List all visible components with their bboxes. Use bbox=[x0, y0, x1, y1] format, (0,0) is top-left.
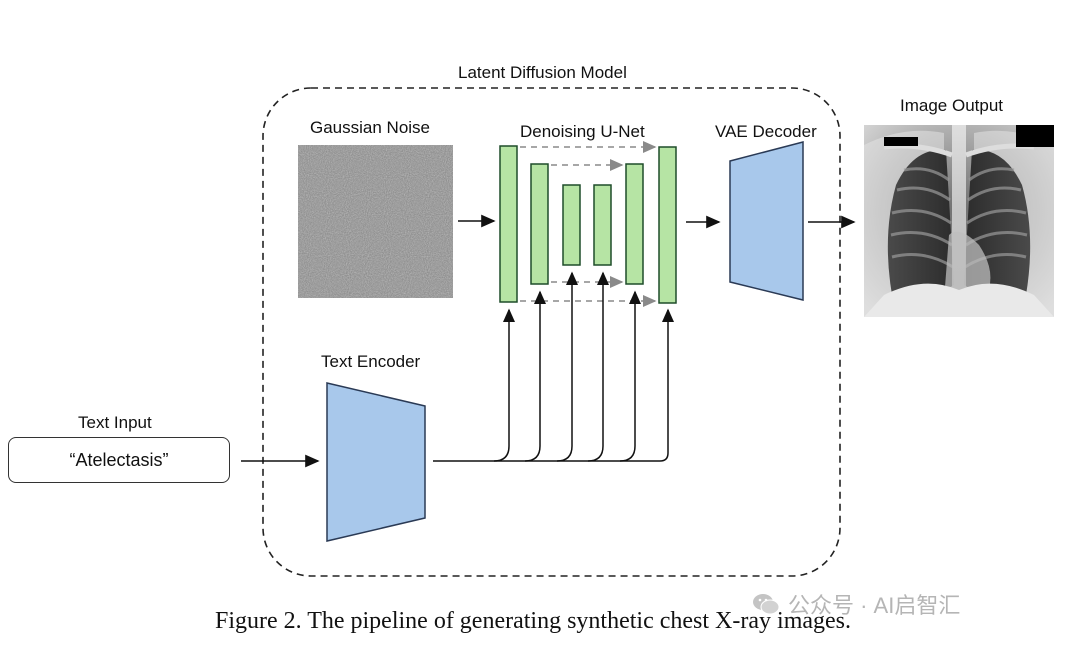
unet-block-4 bbox=[593, 184, 612, 266]
text-encoder-label: Text Encoder bbox=[321, 352, 421, 371]
unet-block-1 bbox=[499, 145, 518, 303]
text-encoder-shape bbox=[326, 382, 426, 542]
text-input-box: “Atelectasis” bbox=[8, 437, 230, 483]
figure-caption: Figure 2. The pipeline of generating syn… bbox=[214, 608, 852, 634]
unet-block-2 bbox=[530, 163, 549, 285]
unet-block-5 bbox=[625, 163, 644, 285]
vae-decoder-label: VAE Decoder bbox=[715, 122, 817, 141]
latent-diffusion-container bbox=[262, 87, 841, 577]
unet-block-6 bbox=[658, 146, 677, 304]
conditioning-connections bbox=[433, 271, 674, 462]
watermark: 公众号 · AI启智汇 bbox=[752, 588, 960, 620]
denoising-unet-label: Denoising U-Net bbox=[520, 122, 645, 141]
image-output-label: Image Output bbox=[900, 96, 1004, 115]
vae-decoder-shape bbox=[729, 141, 804, 301]
unet-block-3 bbox=[562, 184, 581, 266]
unet-blocks bbox=[499, 145, 677, 304]
gaussian-noise-image bbox=[298, 145, 453, 298]
wechat-icon bbox=[753, 594, 780, 615]
latent-diffusion-model-label: Latent Diffusion Model bbox=[458, 63, 627, 82]
watermark-text: 公众号 · AI启智汇 bbox=[788, 593, 961, 618]
text-input-value: “Atelectasis” bbox=[69, 449, 169, 470]
text-input-label: Text Input bbox=[78, 413, 152, 432]
chest-xray-output-image bbox=[864, 125, 1054, 317]
gaussian-noise-label: Gaussian Noise bbox=[310, 118, 431, 137]
